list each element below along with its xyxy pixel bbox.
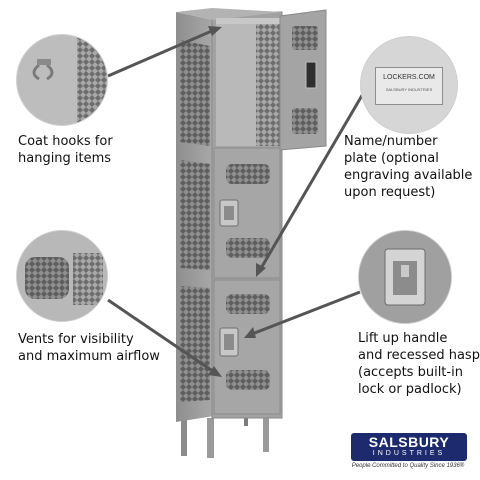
locker-legs [181, 414, 269, 458]
name-plate-caption: Name/number plate (optional engraving av… [344, 134, 473, 200]
callout-pointers [107, 26, 366, 377]
open-top-door [279, 9, 327, 151]
salsbury-logo: SALSBURY INDUSTRIES [351, 433, 467, 461]
hasp-icon [401, 265, 409, 277]
middle-door [213, 147, 281, 279]
vents-caption: Vents for visibility and maximum airflow [18, 332, 160, 364]
coat-hooks-detail-image [16, 34, 108, 126]
coat-hooks-caption: Coat hooks for hanging items [18, 134, 113, 166]
name-plate-detail-image: LOCKERS.COM SALSBURY INDUSTRIES [360, 36, 458, 134]
coat-hook-icon [32, 63, 54, 81]
locker-side-panel [176, 12, 214, 422]
brand-tagline: People Committed to Quality Since 1936® [351, 463, 465, 469]
locker-interior [216, 18, 280, 146]
handle-detail-image [358, 230, 452, 324]
bottom-door [213, 279, 281, 415]
inside-latch [305, 61, 317, 89]
handle-caption: Lift up handle and recessed hasp (accept… [358, 331, 480, 397]
name-plate: LOCKERS.COM SALSBURY INDUSTRIES [375, 67, 443, 105]
vents-detail-image [16, 230, 108, 322]
